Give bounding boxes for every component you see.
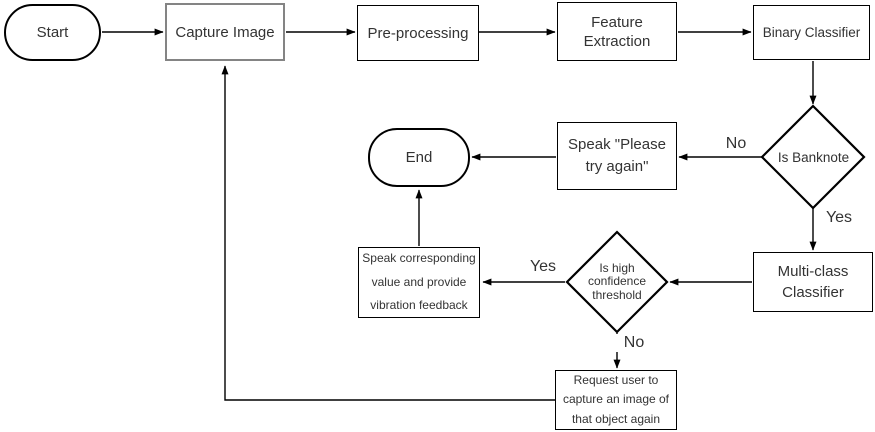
confidence-label-line2: confidence (587, 274, 647, 289)
start-node: Start (4, 4, 101, 61)
speak-please-node: Speak "Please try again" (557, 122, 677, 190)
pre-processing-label: Pre-processing (367, 24, 469, 42)
multi-class-classifier-node: Multi-class Classifier (753, 252, 873, 312)
binary-classifier-node: Binary Classifier (753, 5, 870, 60)
multi-class-label-line2: Classifier (782, 284, 844, 301)
capture-image-label: Capture Image (175, 23, 275, 41)
is-high-confidence-node: Is high confidence threshold (567, 232, 667, 332)
speak-value-label-line3: vibration feedback (370, 298, 468, 313)
multi-class-label-line1: Multi-class (777, 263, 849, 280)
end-node: End (368, 128, 470, 187)
edge-label-confidence-yes: Yes (521, 258, 565, 276)
is-high-confidence-diamond (565, 230, 669, 334)
speak-please-label-line2: try again" (585, 158, 649, 175)
capture-image-node: Capture Image (165, 3, 285, 61)
speak-value-label-line1: Speak corresponding (362, 251, 476, 266)
is-banknote-node: Is Banknote (764, 107, 863, 207)
speak-please-label-line1: Speak "Please (568, 136, 666, 153)
speak-value-node: Speak corresponding value and provide vi… (358, 247, 480, 318)
binary-classifier-label: Binary Classifier (762, 25, 861, 40)
edge-label-isbanknote-no: No (714, 135, 758, 153)
feature-extraction-label-line1: Feature (591, 13, 643, 31)
speak-value-label-line2: value and provide (371, 274, 467, 289)
pre-processing-node: Pre-processing (357, 5, 479, 61)
edge-request-to-capture-loop (221, 65, 555, 401)
request-recapture-node: Request user to capture an image of that… (555, 370, 677, 430)
feature-extraction-node: Feature Extraction (557, 2, 677, 61)
request-label-line3: that object again (571, 411, 661, 426)
request-label-line1: Request user to (573, 372, 659, 387)
confidence-label-line1: Is high (599, 260, 635, 275)
confidence-label-line3: threshold (592, 287, 642, 302)
edge-label-isbanknote-yes: Yes (817, 209, 861, 227)
start-label: Start (36, 24, 69, 41)
feature-extraction-label-line2: Extraction (583, 32, 651, 50)
end-label: End (405, 149, 433, 166)
is-banknote-diamond (760, 104, 866, 210)
edge-label-confidence-no: No (612, 334, 656, 352)
is-banknote-label: Is Banknote (777, 149, 850, 165)
request-label-line2: capture an image of (562, 392, 670, 407)
